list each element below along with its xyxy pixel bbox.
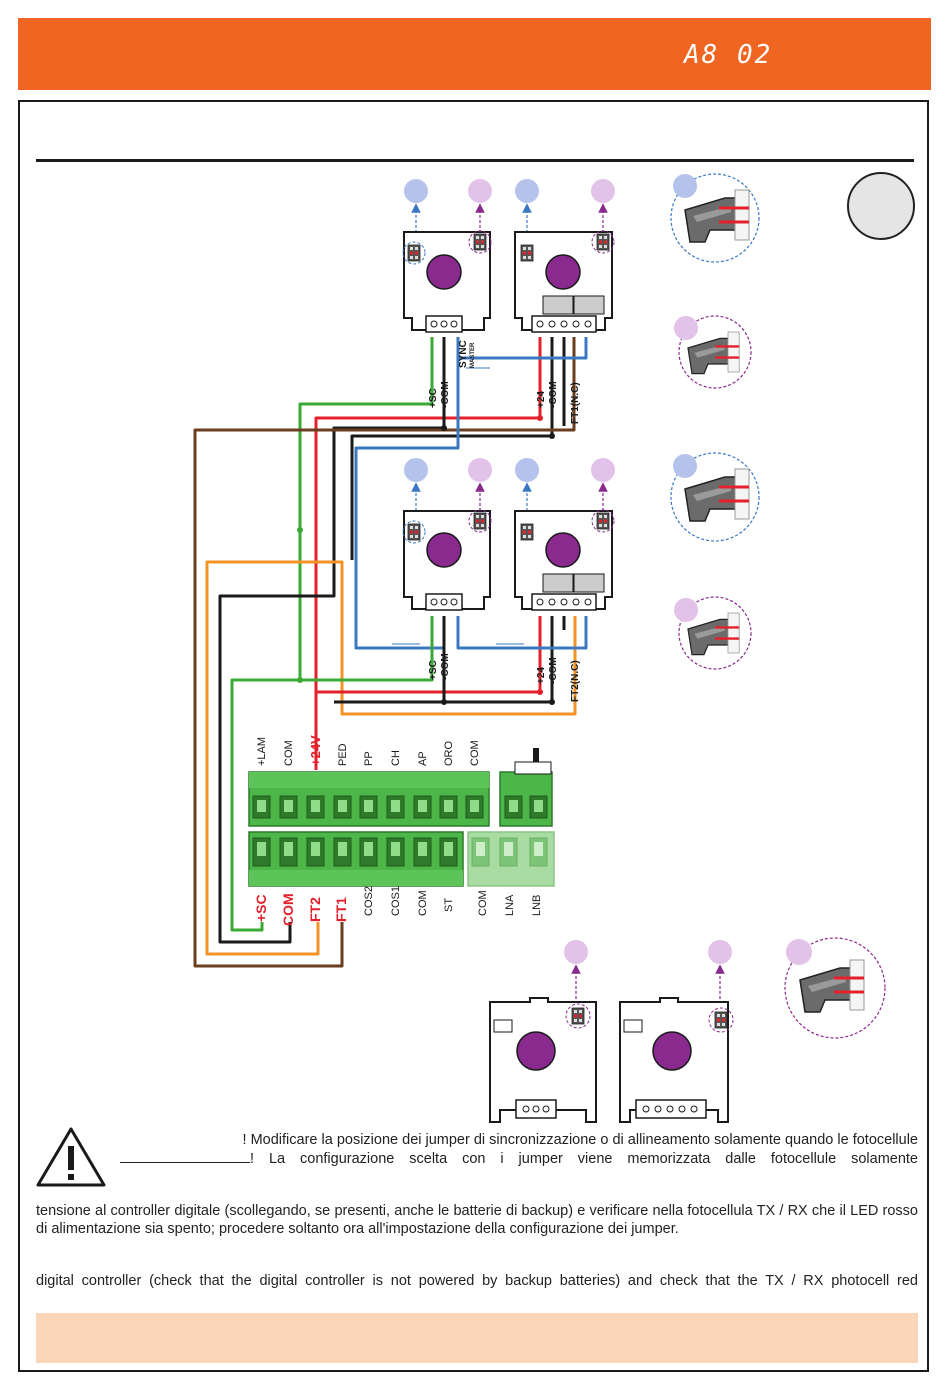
terminal-top-ped: PED bbox=[337, 743, 349, 766]
terminal-top-pp: PP bbox=[363, 751, 375, 766]
terminal-bottom-com2: COM bbox=[417, 890, 429, 916]
terminal-bottom-com3: COM bbox=[477, 890, 489, 916]
terminal-top-lam: +LAM bbox=[256, 737, 268, 766]
terminal-top-com2: COM bbox=[469, 740, 481, 766]
terminal-top-ch: CH bbox=[390, 750, 402, 766]
terminal-top-com1: COM bbox=[283, 740, 295, 766]
warning-line-2: ! La configurazione scelta con i jumper … bbox=[120, 1150, 918, 1168]
terminal-bottom-cos2: COS2 bbox=[363, 886, 375, 916]
label-p2-tx-sc: +SC bbox=[428, 660, 439, 680]
terminal-top-24v: +24V bbox=[308, 735, 323, 766]
terminal-bottom-cos1: COS1 bbox=[390, 886, 402, 916]
header-bar bbox=[18, 18, 931, 90]
label-p1-rx-com: -COM bbox=[548, 381, 559, 408]
terminal-top-oro: ORO bbox=[443, 741, 455, 767]
label-p1-rx-24: +24 bbox=[536, 391, 547, 408]
label-p2-rx-com: -COM bbox=[548, 657, 559, 684]
content-frame bbox=[18, 100, 929, 1372]
terminal-bottom-com: COM bbox=[280, 893, 296, 926]
terminal-bottom-ft1: FT1 bbox=[333, 897, 349, 922]
label-sync: SYNC bbox=[458, 340, 469, 368]
terminal-bottom-lna: LNA bbox=[504, 894, 516, 916]
label-p2-tx-com: -COM bbox=[440, 653, 451, 680]
paragraph-italian: tensione al controller digitale (scolleg… bbox=[36, 1203, 918, 1237]
terminal-bottom-lnb: LNB bbox=[531, 895, 543, 916]
terminal-bottom-sc: +SC bbox=[253, 894, 269, 922]
note-bar bbox=[36, 1313, 918, 1363]
blank-underline bbox=[120, 1150, 250, 1163]
terminal-bottom-ft2: FT2 bbox=[307, 897, 323, 922]
page-code: A8 02 bbox=[684, 40, 773, 70]
terminal-top-ap: AP bbox=[417, 751, 429, 766]
terminal-bottom-st: ST bbox=[443, 898, 455, 912]
label-p2-rx-ft2: FT2(N.C) bbox=[570, 660, 581, 702]
warning-line-1: ! Modificare la posizione dei jumper di … bbox=[242, 1132, 918, 1148]
label-p1-tx-com: -COM bbox=[440, 381, 451, 408]
label-p2-rx-24: +24 bbox=[536, 667, 547, 684]
label-master: MASTER bbox=[470, 342, 476, 368]
paragraph-english: digital controller (check that the digit… bbox=[36, 1273, 918, 1289]
label-p1-rx-ft1: FT1(N.C) bbox=[570, 382, 581, 424]
label-p1-tx-sc: +SC bbox=[428, 388, 439, 408]
section-badge bbox=[847, 172, 915, 240]
warning-icon bbox=[36, 1127, 106, 1187]
title-rule bbox=[36, 159, 914, 162]
warning-line-2-text: ! La configurazione scelta con i jumper … bbox=[250, 1151, 918, 1167]
